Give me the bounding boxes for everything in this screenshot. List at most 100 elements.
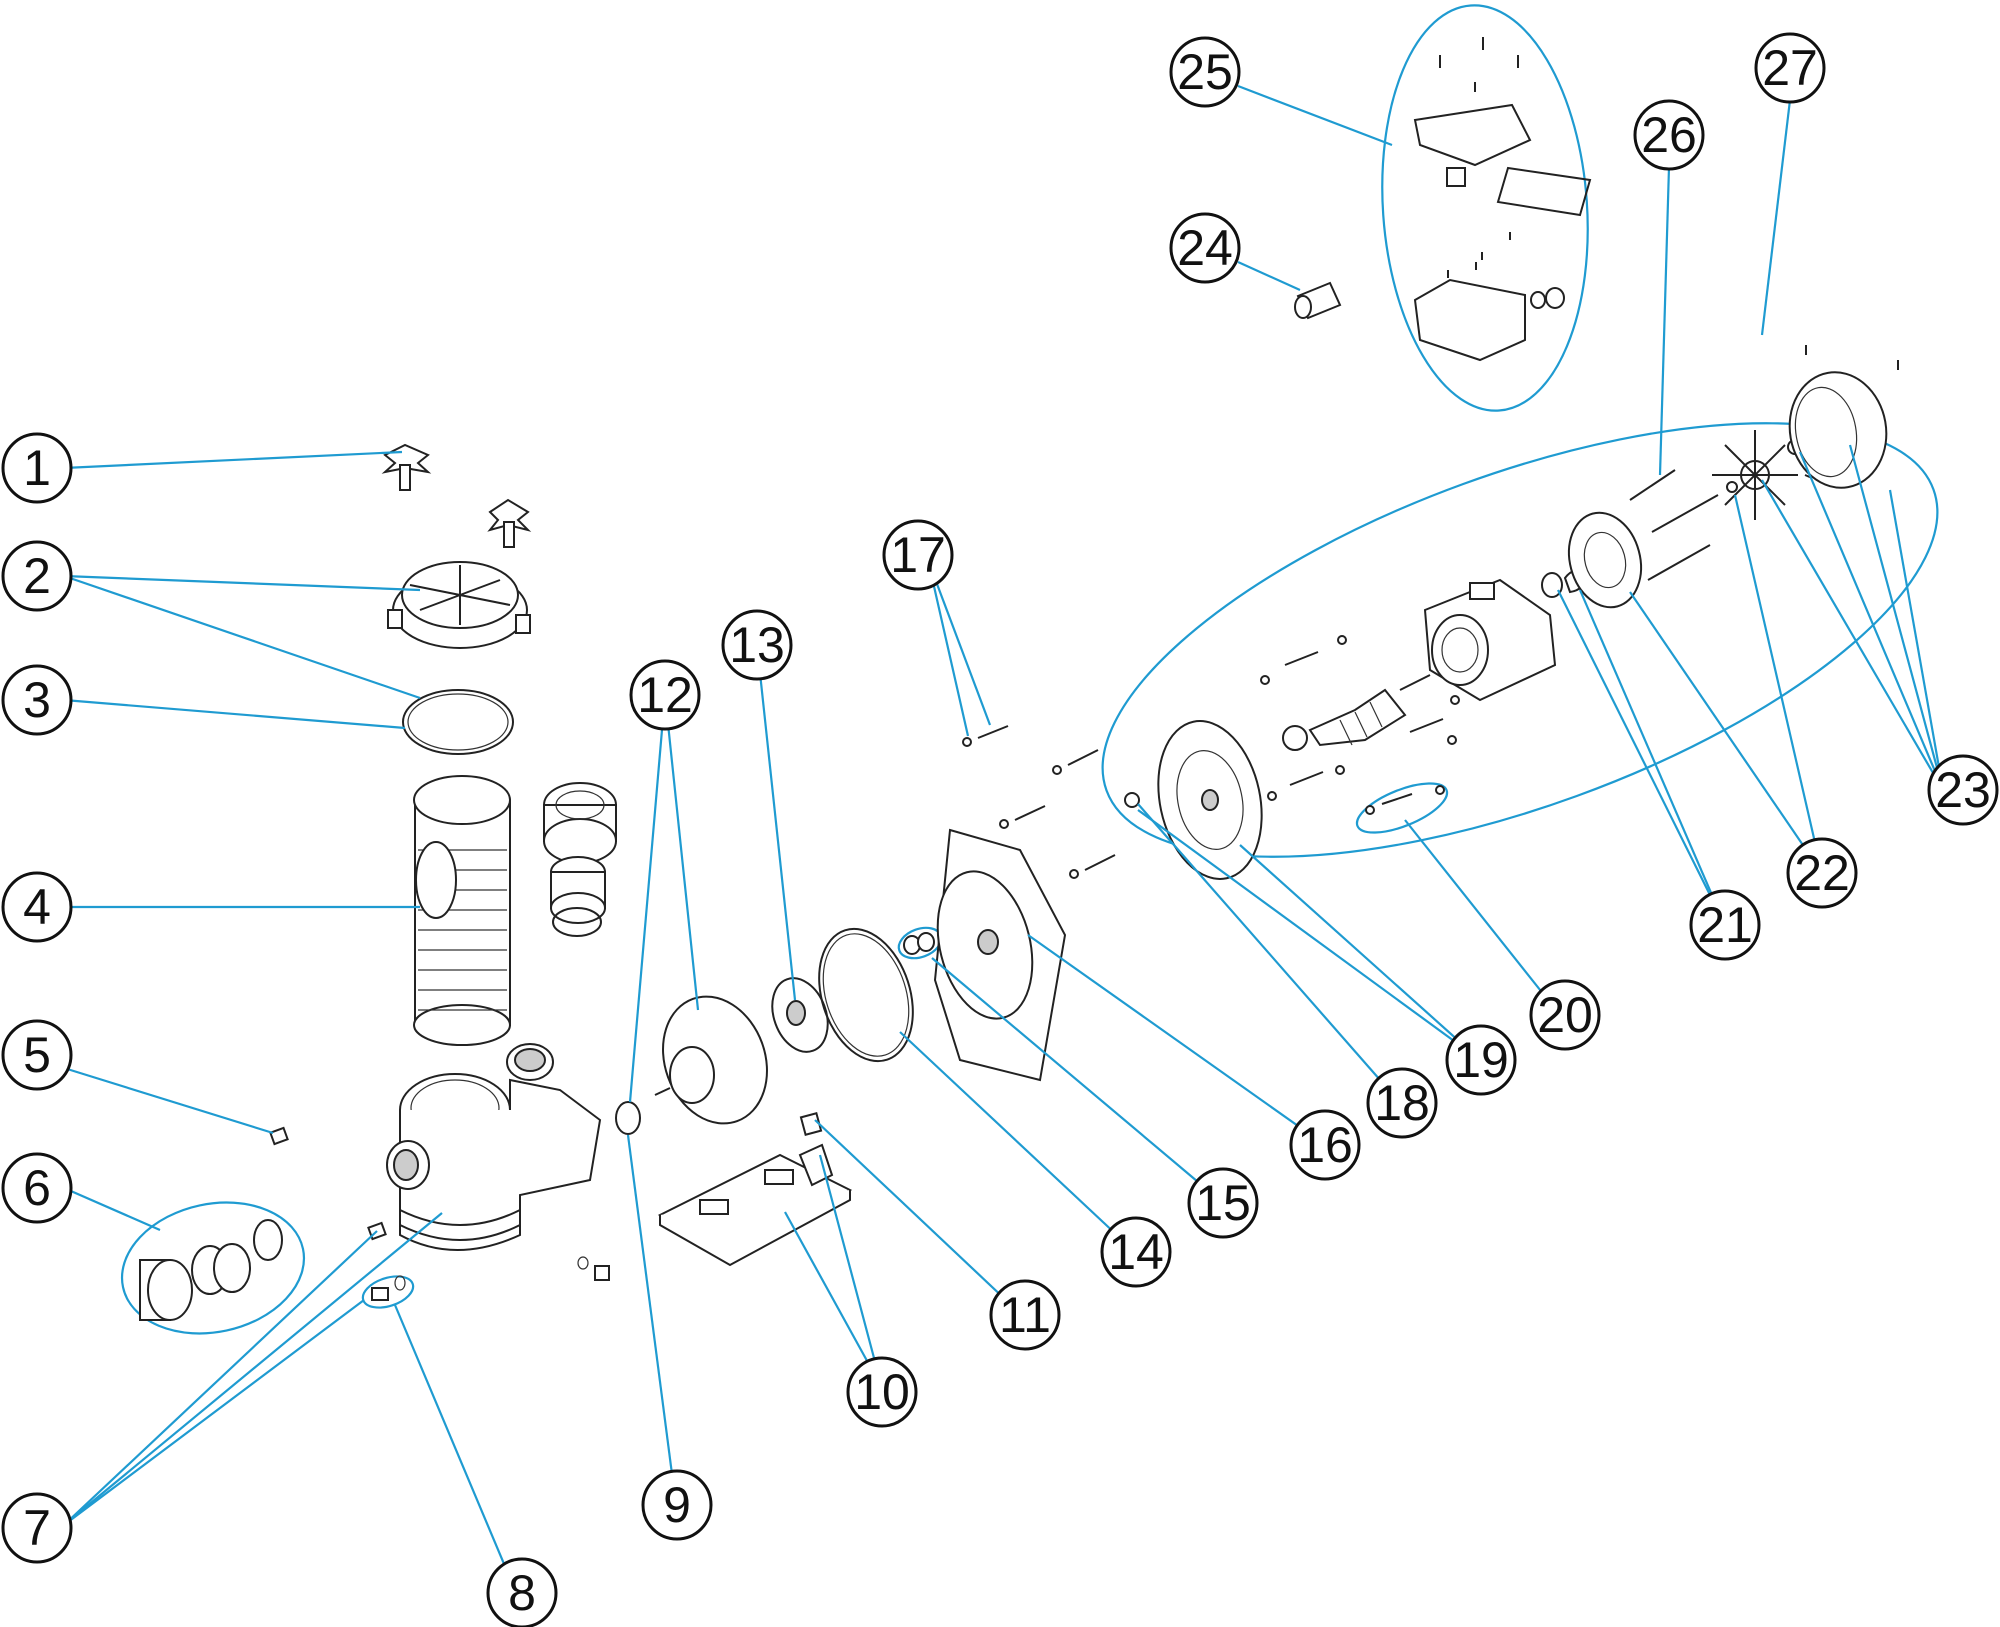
- svg-text:2: 2: [23, 548, 51, 604]
- leader-7b: [63, 1212, 443, 1526]
- rear-bearing-part: [1541, 572, 1563, 598]
- lid-knob-part: [381, 443, 532, 548]
- svg-text:21: 21: [1697, 897, 1753, 953]
- leader-24: [1237, 260, 1301, 292]
- callout-26: 26: [1633, 99, 1705, 171]
- svg-text:4: 4: [23, 879, 51, 935]
- lid-oring-part: [402, 689, 514, 755]
- motor-bolts-part: [1260, 635, 1460, 815]
- leader-1: [63, 450, 403, 470]
- leader-22b: [1733, 494, 1824, 874]
- svg-text:18: 18: [1374, 1075, 1430, 1131]
- fan-cover-part: [1788, 371, 1888, 489]
- leader-23c: [1848, 444, 1945, 791]
- leader-21a: [1557, 589, 1726, 926]
- strainer-basket-part: [413, 775, 511, 1046]
- leader-2b: [63, 574, 421, 700]
- svg-text:23: 23: [1935, 762, 1991, 818]
- callout-16: 16: [1289, 1109, 1361, 1181]
- callout-13: 13: [721, 609, 793, 681]
- leader-10a: [784, 1211, 883, 1389]
- lid-oring-inner: [407, 693, 509, 751]
- motor-base-part: [657, 1143, 853, 1267]
- seal-plate-oring-inner: [822, 933, 910, 1057]
- svg-text:11: 11: [999, 1287, 1051, 1343]
- callout-17: 17: [882, 519, 954, 591]
- leader-8: [393, 1304, 517, 1591]
- leader-6: [63, 1186, 161, 1232]
- svg-text:17: 17: [890, 527, 946, 583]
- base-clip-part: [799, 1112, 823, 1136]
- svg-text:1: 1: [23, 440, 51, 496]
- leader-14: [899, 1031, 1136, 1253]
- svg-text:3: 3: [23, 672, 51, 728]
- union-set-top-part: [543, 782, 617, 937]
- callout-14: 14: [1100, 1216, 1172, 1288]
- callout-20: 20: [1529, 979, 1601, 1051]
- svg-text:25: 25: [1177, 44, 1233, 100]
- mech-seal-part-b: [917, 932, 935, 952]
- callout-11: 11: [989, 1279, 1061, 1351]
- callout-9: 9: [641, 1469, 713, 1541]
- leader-10b: [818, 1154, 884, 1389]
- svg-text:26: 26: [1641, 107, 1697, 163]
- callout-25: 25: [1169, 36, 1241, 108]
- leader-9: [626, 1134, 678, 1506]
- leader-7a: [63, 1230, 378, 1526]
- group-ellipse-25: [1381, 4, 1589, 412]
- impeller-part: [771, 977, 829, 1053]
- svg-text:13: 13: [729, 617, 785, 673]
- leader-7c: [63, 1299, 365, 1526]
- leader-20: [1404, 819, 1561, 1016]
- flange-washer-part: [1124, 792, 1140, 808]
- leader-26: [1658, 166, 1671, 476]
- callout-3: 3: [1, 664, 73, 736]
- group-ellipse-27: [1101, 422, 1939, 858]
- leader-15: [931, 957, 1224, 1204]
- callout-18: 18: [1366, 1067, 1438, 1139]
- svg-text:19: 19: [1453, 1032, 1509, 1088]
- diffuser-part: [654, 995, 768, 1125]
- rotor-part: [1282, 674, 1431, 751]
- motor-flange-part: [1157, 720, 1263, 880]
- leader-12b: [663, 694, 700, 1011]
- part-artwork: [139, 37, 1899, 1321]
- leader-25: [1237, 84, 1393, 147]
- leader-lines: [63, 84, 1945, 1591]
- callout-10: 10: [846, 1356, 918, 1428]
- callout-7: 7: [1, 1492, 73, 1564]
- pump-body-part: [386, 1043, 602, 1251]
- leader-21b: [1578, 589, 1727, 926]
- svg-text:5: 5: [23, 1027, 51, 1083]
- svg-text:14: 14: [1108, 1224, 1164, 1280]
- drain-plug-part: [269, 1126, 289, 1146]
- svg-text:8: 8: [508, 1565, 536, 1621]
- body-plug-part: [594, 1265, 610, 1281]
- diffuser-oring-part: [615, 1101, 641, 1135]
- stator-part: [1423, 578, 1557, 702]
- seal-plate-oring-part: [818, 927, 914, 1063]
- svg-text:10: 10: [854, 1364, 910, 1420]
- svg-text:9: 9: [663, 1477, 691, 1533]
- nut-17-part: [962, 737, 972, 747]
- callout-15: 15: [1187, 1167, 1259, 1239]
- leader-27: [1760, 99, 1792, 336]
- svg-text:15: 15: [1195, 1175, 1251, 1231]
- seal-plate-bolts-part: [999, 749, 1116, 879]
- group-ellipse-6: [120, 1201, 306, 1335]
- leader-23a: [1761, 479, 1944, 791]
- leader-18: [1137, 803, 1403, 1106]
- svg-text:7: 7: [23, 1500, 51, 1556]
- body-plug-oring: [577, 1256, 589, 1270]
- callout-8: 8: [486, 1557, 558, 1627]
- leader-16: [1027, 934, 1326, 1146]
- callout-5: 5: [1, 1019, 73, 1091]
- callout-6: 6: [1, 1152, 73, 1224]
- terminal-box-part: [1413, 37, 1592, 362]
- drain-plug-oring: [394, 1275, 406, 1291]
- callouts: 1 2 3 4 5 6 7 8 9 10 11 12 13 14 15 16 1…: [1, 32, 1999, 1627]
- callout-1: 1: [1, 432, 73, 504]
- callout-22: 22: [1786, 837, 1858, 909]
- callout-24: 24: [1169, 212, 1241, 284]
- leader-13: [755, 644, 797, 1001]
